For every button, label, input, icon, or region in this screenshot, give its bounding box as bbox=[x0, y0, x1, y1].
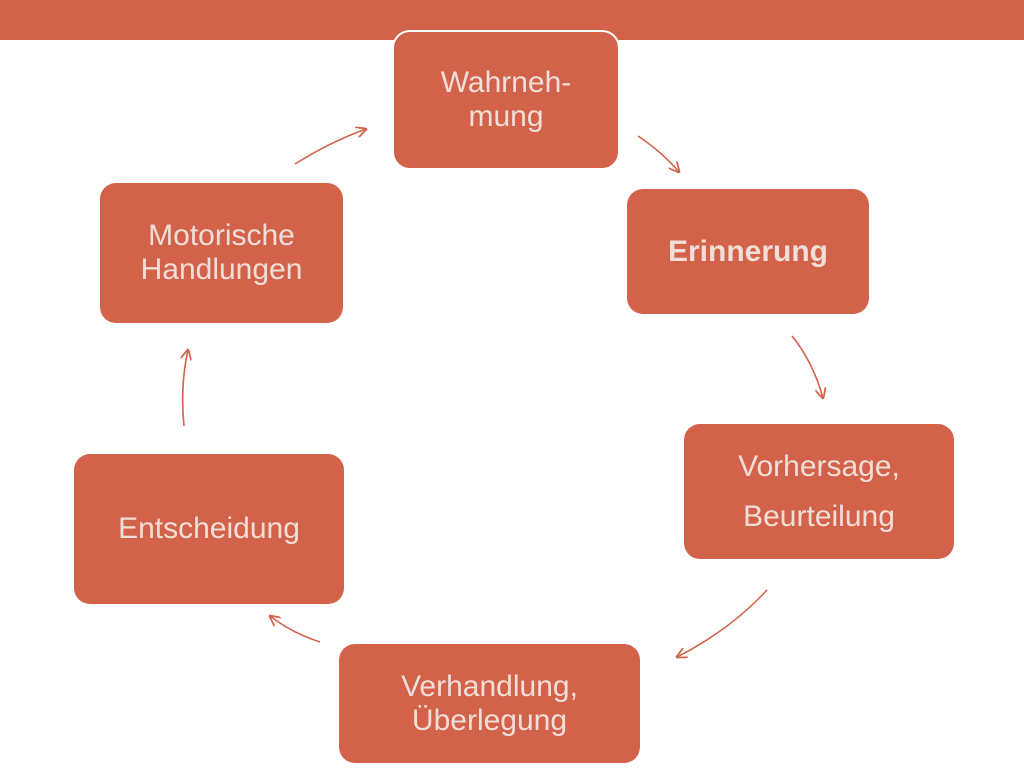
node-label-line: Beurteilung bbox=[743, 499, 895, 533]
arrow-vorhersage-to-verhandlung bbox=[677, 589, 768, 657]
node-label-line: Verhandlung, bbox=[401, 669, 578, 703]
node-label-line: Überlegung bbox=[411, 703, 568, 737]
node-label-line: Wahrneh- bbox=[440, 66, 572, 99]
node-entscheidung[interactable]: Entscheidung bbox=[74, 454, 344, 604]
arrow-erinnerung-to-vorhersage bbox=[791, 335, 823, 398]
node-label: Motorische Handlungen bbox=[141, 219, 303, 287]
node-label-line: Handlungen bbox=[140, 253, 303, 286]
node-label-line: Vorhersage, bbox=[738, 449, 900, 483]
node-vorhersage[interactable]: Vorhersage, Beurteilung bbox=[684, 424, 954, 559]
arrow-entscheidung-to-motorische bbox=[183, 350, 188, 427]
arrow-motorische-to-wahrnehmung bbox=[294, 129, 366, 165]
node-label-line: Entscheidung bbox=[118, 512, 300, 545]
node-label-line: Motorische bbox=[148, 219, 295, 252]
node-label: Wahrneh- mung bbox=[441, 66, 572, 134]
arrow-verhandlung-to-entscheidung bbox=[270, 616, 321, 643]
node-label: Vorhersage, Beurteilung bbox=[738, 442, 900, 542]
node-label: Verhandlung, Überlegung bbox=[401, 670, 578, 738]
node-label: Entscheidung bbox=[118, 512, 300, 546]
node-label-line: Erinnerung bbox=[667, 234, 828, 268]
node-verhandlung[interactable]: Verhandlung, Überlegung bbox=[339, 644, 640, 763]
node-erinnerung[interactable]: Erinnerung bbox=[627, 189, 869, 314]
node-label: Erinnerung bbox=[668, 235, 828, 269]
node-label-line: mung bbox=[468, 100, 544, 133]
node-wahrnehmung[interactable]: Wahrneh- mung bbox=[392, 30, 620, 170]
node-motorische[interactable]: Motorische Handlungen bbox=[100, 183, 343, 323]
arrow-wahrnehmung-to-erinnerung bbox=[637, 135, 679, 172]
